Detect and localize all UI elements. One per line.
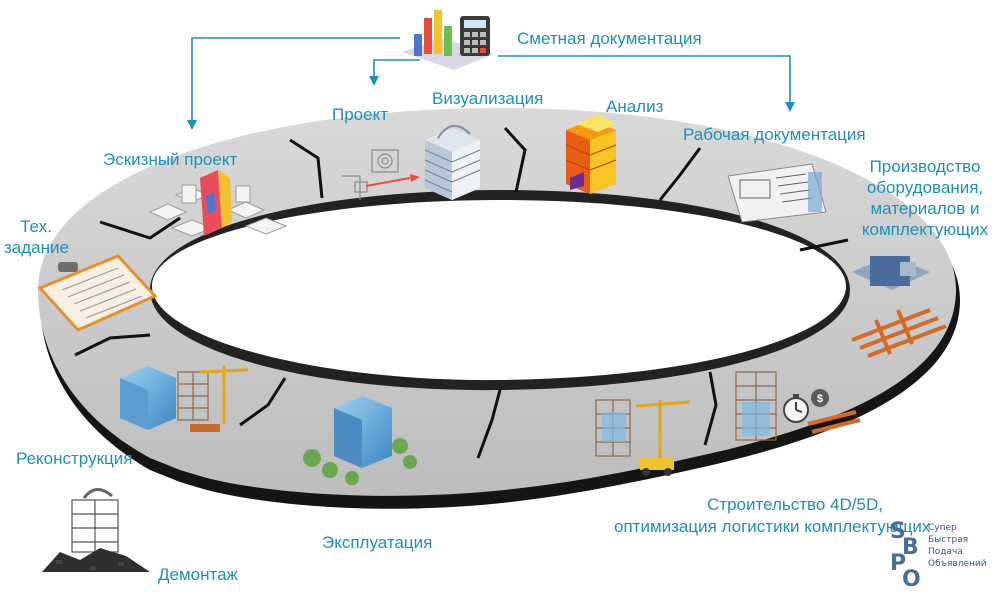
watermark-line-3: Подача (928, 547, 963, 557)
tree-icon (303, 438, 417, 485)
ring-separator (476, 389, 502, 459)
label-analiz: Анализ (606, 97, 664, 116)
working-drawing-icon (727, 163, 827, 223)
label-ekspluatatsiya: Эксплуатация (322, 533, 433, 552)
watermark-logo: S B P O Супер Быстрая Подача Объявлений (888, 516, 998, 592)
arrow-to-proekt (369, 59, 420, 86)
ring-separator (74, 333, 151, 357)
label-tekh-line-1: Тех. (20, 217, 52, 236)
label-demontazh: Демонтаж (158, 565, 238, 584)
watermark-line-2: Быстрая (928, 535, 969, 545)
isometric-building-icon (424, 125, 481, 200)
ring-separator (289, 138, 324, 199)
connector-arrows (187, 37, 795, 130)
watermark-line-4: Объявлений (928, 559, 987, 569)
label-proizvodstvo-line-2: оборудования, (866, 178, 984, 197)
label-proizvodstvo: Производство оборудования, материалов и … (852, 156, 998, 240)
label-eskizny: Эскизный проект (103, 150, 238, 169)
label-rabochaya: Рабочая документация (683, 125, 866, 144)
svg-text:B: B (902, 535, 919, 560)
project-drawing-icon (342, 149, 420, 200)
operation-building-icon (303, 396, 417, 485)
crane-icon (199, 366, 249, 424)
label-proekt: Проект (332, 105, 388, 124)
svg-text:P: P (890, 551, 906, 576)
loader-icon (640, 458, 674, 476)
calculator-chart-icon (402, 10, 494, 70)
watermark-text: Супер Быстрая Подача Объявлений (928, 522, 987, 570)
ring-separator (239, 377, 287, 427)
dollar-coin-icon: $ (811, 389, 829, 407)
ring-separator (658, 147, 702, 201)
construction-site-icon (595, 399, 691, 476)
sketch-model-icon (148, 170, 288, 237)
svg-text:S: S (890, 519, 906, 544)
label-proizvodstvo-line-3: материалов и (870, 199, 980, 218)
watermark-mark-icon: S B P O (890, 519, 921, 592)
svg-text:O: O (902, 567, 921, 586)
ring-separator (503, 126, 527, 193)
label-smetnaya: Сметная документация (517, 29, 702, 48)
demolition-icon (42, 488, 150, 572)
ring-hole (152, 200, 846, 381)
label-tekh-zadanie: Тех. задание (4, 216, 69, 258)
label-proizvodstvo-line-4: комплектующих (861, 220, 989, 239)
label-stroitelstvo-line-2: оптимизация логистики комплектующих (614, 517, 931, 536)
construction-tower-icon: $ (735, 371, 861, 441)
svg-text:$: $ (817, 393, 823, 405)
analysis-heatmap-icon (565, 114, 617, 194)
ring-separator (799, 238, 849, 252)
ring-separator (703, 371, 718, 446)
label-vizualizatsiya: Визуализация (432, 89, 544, 108)
label-tekh-line-2: задание (4, 238, 69, 257)
production-machine-icon (851, 256, 947, 358)
spec-document-icon (37, 254, 158, 332)
arrow-to-rabochaya (498, 55, 795, 112)
ring-separator (99, 216, 181, 240)
label-proizvodstvo-line-1: Производство (869, 157, 981, 176)
watermark-letters: S B P O (888, 516, 928, 592)
label-rekonstruktsiya: Реконструкция (16, 449, 133, 468)
watermark-line-1: Супер (928, 523, 957, 533)
label-stroitelstvo-line-1: Строительство 4D/5D, (707, 495, 883, 514)
lifecycle-ring (38, 108, 960, 509)
stopwatch-icon (783, 394, 809, 423)
reconstruction-icon (120, 366, 249, 432)
arrow-to-eskizny (187, 37, 400, 130)
